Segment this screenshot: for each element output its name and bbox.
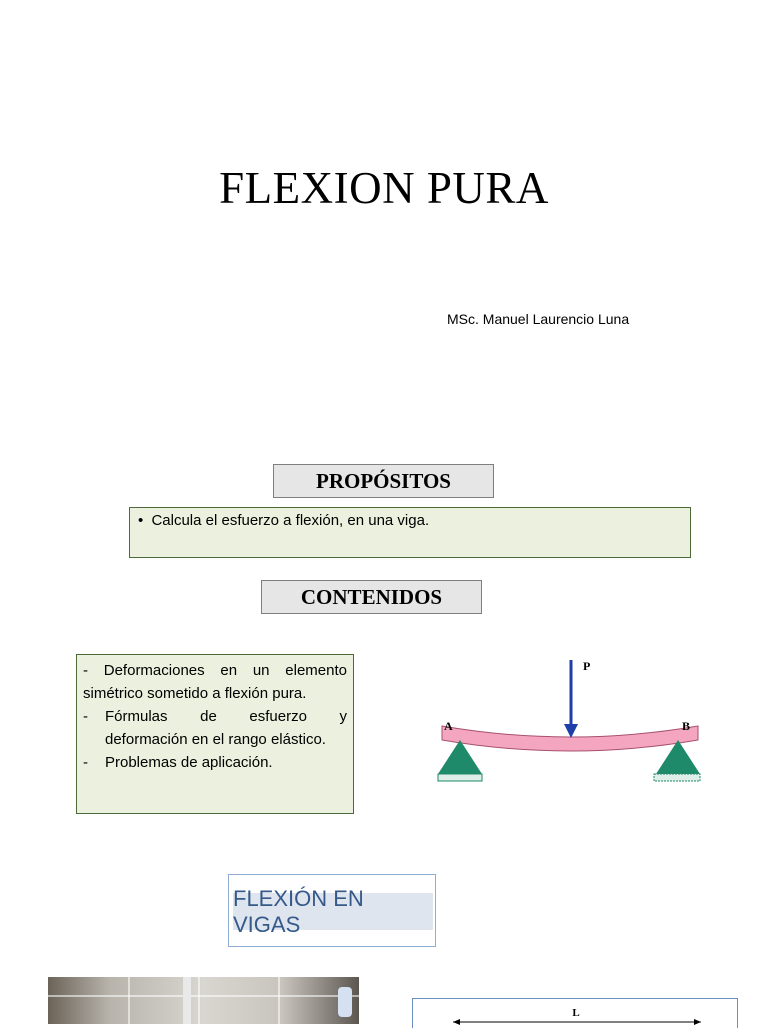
lab-photo: [48, 977, 359, 1024]
contenidos-heading-label: CONTENIDOS: [300, 584, 443, 609]
contenidos-item: - Problemas de aplicación.: [83, 751, 347, 774]
span-dimension: L: [453, 1007, 701, 1025]
contenidos-intro: - Deformaciones en un elemento simétrico…: [83, 662, 347, 702]
flexion-en-vigas-banner: FLEXIÓN EN VIGAS: [228, 874, 436, 947]
contenidos-item-text: Fórmulas de esfuerzo y deformación en el…: [105, 708, 347, 748]
contenidos-item: - Fórmulas de esfuerzo y deformación en …: [83, 705, 347, 751]
author-name: MSc. Manuel Laurencio Luna: [447, 311, 630, 327]
support-b-label: B: [682, 719, 690, 733]
page-title: FLEXION PURA: [219, 163, 549, 213]
banner-label: FLEXIÓN EN VIGAS: [233, 886, 433, 937]
bullet-marker: •: [138, 512, 144, 529]
dash-marker: -: [83, 754, 88, 771]
load-arrow-head: [564, 724, 578, 738]
propositos-heading: PROPÓSITOS: [273, 464, 494, 498]
support-a-pin: [437, 740, 483, 782]
support-a-label: A: [444, 719, 453, 733]
contenidos-heading: CONTENIDOS: [261, 580, 482, 614]
propositos-item: Calcula el esfuerzo a flexión, en una vi…: [151, 512, 430, 529]
support-b-roller: [653, 740, 701, 782]
dash-marker: -: [83, 708, 88, 725]
span-diagram: L: [412, 998, 738, 1028]
contenidos-box: - Deformaciones en un elemento simétrico…: [76, 654, 354, 814]
length-label: L: [572, 1007, 579, 1019]
propositos-box: • Calcula el esfuerzo a flexión, en una …: [129, 507, 691, 558]
propositos-heading-label: PROPÓSITOS: [316, 468, 451, 493]
beam-shape: [441, 725, 699, 752]
beam-diagram: P A B: [437, 659, 701, 782]
contenidos-item-text: Problemas de aplicación.: [105, 754, 273, 771]
load-label: P: [583, 659, 590, 673]
